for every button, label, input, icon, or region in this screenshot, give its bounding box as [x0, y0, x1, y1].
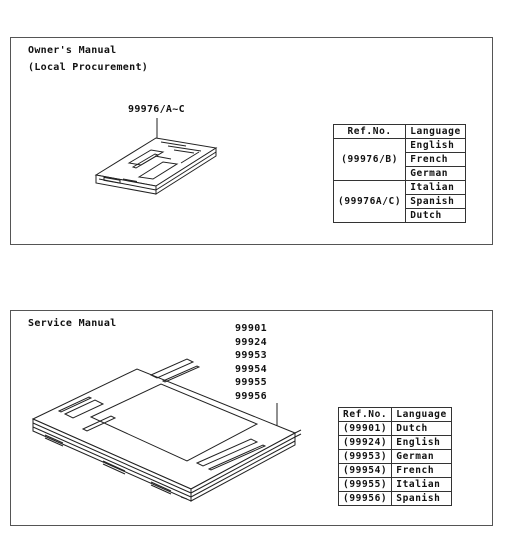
- service-manual-panel: Service Manual 99901 99924 99953 99954 9…: [10, 310, 493, 526]
- language-cell: English: [405, 138, 466, 153]
- language-cell: Dutch: [405, 208, 466, 223]
- ref-no-cell: (99954): [337, 463, 393, 478]
- service-manual-part-numbers: 99901 99924 99953 99954 99955 99956: [235, 322, 267, 403]
- ref-no-cell: (99976/B): [332, 138, 407, 181]
- part-number: 99924: [235, 336, 268, 348]
- owners-manual-part-label: 99976/A~C: [128, 104, 185, 115]
- part-number: 99901: [235, 323, 268, 334]
- part-number: 99953: [235, 350, 268, 361]
- language-cell: Italian: [391, 477, 452, 492]
- ref-no-cell: (99901): [337, 421, 393, 436]
- ref-no-cell: (99924): [337, 435, 393, 450]
- ref-no-cell: (99953): [337, 449, 393, 464]
- service-manual-title: Service Manual: [28, 318, 117, 329]
- language-cell: English: [391, 435, 452, 450]
- language-cell: Italian: [405, 180, 466, 195]
- owners-manual-illustration: [94, 118, 218, 195]
- service-manual-language-table: Ref.No. Language (99901) Dutch (99924) E…: [337, 407, 452, 506]
- part-number: 99954: [235, 363, 268, 375]
- ref-no-header: Ref.No.: [332, 124, 407, 139]
- language-cell: Spanish: [405, 194, 466, 209]
- service-manual-illustration: [31, 358, 302, 502]
- language-header: Language: [391, 407, 452, 422]
- ref-no-cell: (99955): [337, 477, 393, 492]
- ref-no-cell: (99956): [337, 491, 393, 506]
- language-cell: Dutch: [391, 421, 452, 436]
- language-cell: French: [391, 463, 452, 478]
- part-number: 99956: [235, 390, 268, 402]
- ref-no-header: Ref.No.: [337, 407, 393, 422]
- owners-manual-panel: Owner's Manual (Local Procurement) 99976…: [10, 37, 493, 245]
- language-cell: German: [391, 449, 452, 464]
- part-number: 99955: [235, 377, 268, 388]
- owners-manual-subtitle: (Local Procurement): [28, 62, 149, 73]
- owners-manual-language-table: Ref.No. Language (99976/B) English Frenc…: [332, 124, 466, 223]
- ref-no-cell: (99976A/C): [332, 180, 407, 223]
- language-cell: Spanish: [391, 491, 452, 506]
- language-cell: German: [405, 166, 466, 181]
- owners-manual-title: Owner's Manual: [28, 45, 117, 56]
- language-header: Language: [405, 124, 466, 139]
- language-cell: French: [405, 152, 466, 167]
